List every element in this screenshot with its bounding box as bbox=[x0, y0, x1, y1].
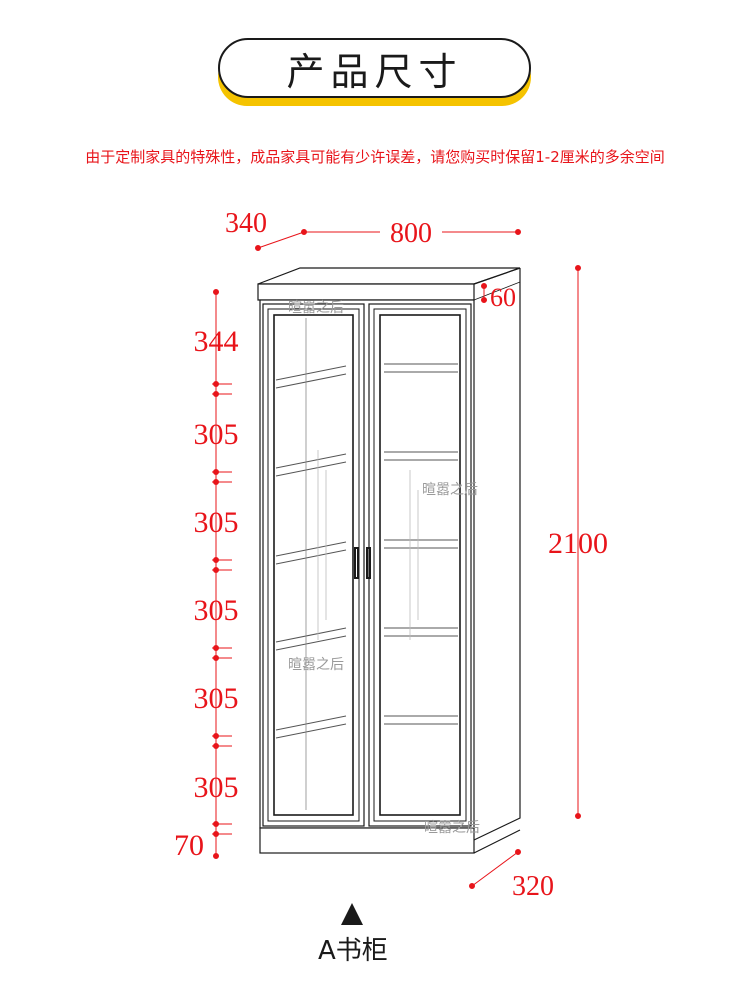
watermark: 暄嚣之后 bbox=[288, 657, 344, 673]
plinth-label: 70 bbox=[174, 829, 204, 862]
door-handles bbox=[354, 547, 371, 579]
shelf-spacing-label: 305 bbox=[194, 594, 239, 627]
title-pill: 产品尺寸 bbox=[218, 38, 531, 98]
size-notice: 由于定制家具的特殊性，成品家具可能有少许误差，请您购买时保留1-2厘米的多余空间 bbox=[85, 148, 665, 166]
depth-top-label: 340 bbox=[225, 208, 267, 239]
title-banner: 产品尺寸 bbox=[218, 38, 531, 106]
product-caption: A书柜 bbox=[318, 936, 388, 966]
top-moulding-label: 60 bbox=[490, 283, 516, 312]
watermark: 暄嚣之后 bbox=[288, 300, 344, 316]
page-title: 产品尺寸 bbox=[286, 49, 463, 94]
bookcase-shelves bbox=[275, 318, 458, 810]
shelf-spacing-label: 344 bbox=[194, 325, 239, 358]
width-label: 800 bbox=[390, 218, 432, 249]
watermark: 暄嚣之后 bbox=[424, 820, 480, 836]
watermark: 暄嚣之后 bbox=[422, 482, 478, 498]
bookcase-outline bbox=[257, 267, 521, 854]
dimension-lines bbox=[212, 229, 581, 889]
shelf-spacing-label: 305 bbox=[194, 506, 239, 539]
shelf-spacing-label: 305 bbox=[194, 418, 239, 451]
shelf-spacing-label: 305 bbox=[194, 771, 239, 804]
shelf-spacing-label: 305 bbox=[194, 682, 239, 715]
up-arrow-icon bbox=[341, 903, 363, 925]
bottom-depth-label: 320 bbox=[512, 871, 554, 902]
height-label: 2100 bbox=[548, 527, 608, 560]
